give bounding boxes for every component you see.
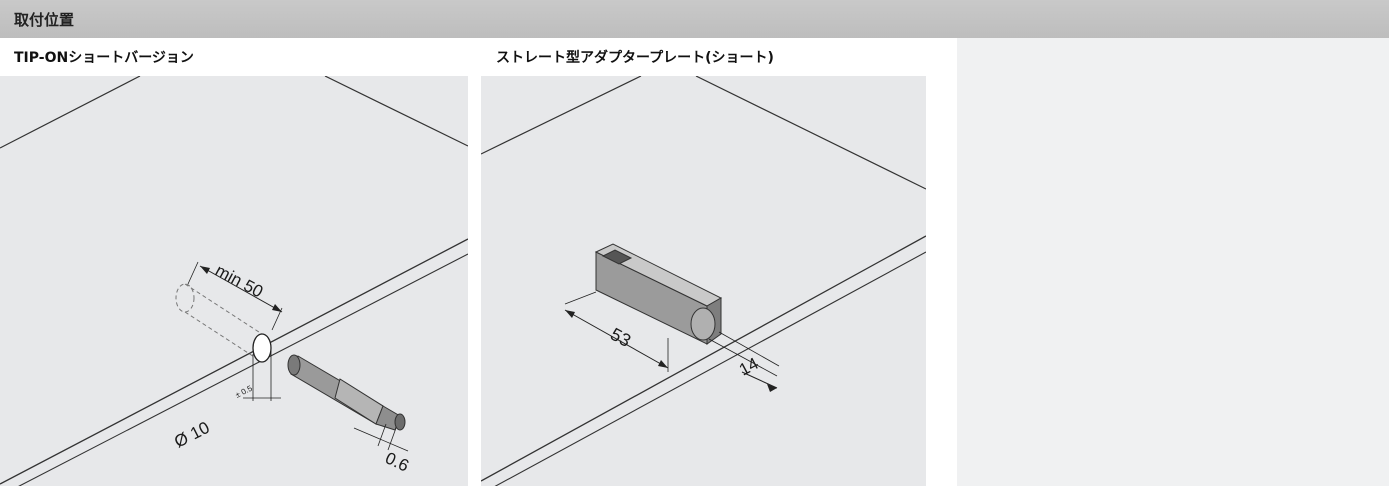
label-offset: 0.6 — [382, 448, 411, 475]
panel-title-adapter-plate: ストレート型アダプタープレート(ショート) — [496, 50, 774, 66]
label-width: 14 — [736, 354, 762, 380]
header-bar: 取付位置 — [0, 0, 1389, 38]
label-diameter: Ø 10 — [171, 418, 212, 452]
drill-hole — [252, 333, 272, 363]
label-tolerance: ± 0.5 — [234, 383, 254, 399]
adapter-block — [594, 243, 723, 345]
dashed-hole-outline — [175, 283, 263, 363]
header-title: 取付位置 — [14, 11, 75, 29]
empty-panel — [957, 38, 1389, 486]
diagram-adapter-plate: 53 14 — [481, 76, 926, 486]
push-latch — [287, 354, 406, 431]
label-min-50: min 50 — [212, 261, 266, 302]
panel-title-tip-on: TIP-ONショートバージョン — [14, 50, 194, 66]
diagram-tip-on: min 50 Ø 10 ± 0.5 0.6 — [0, 76, 468, 486]
